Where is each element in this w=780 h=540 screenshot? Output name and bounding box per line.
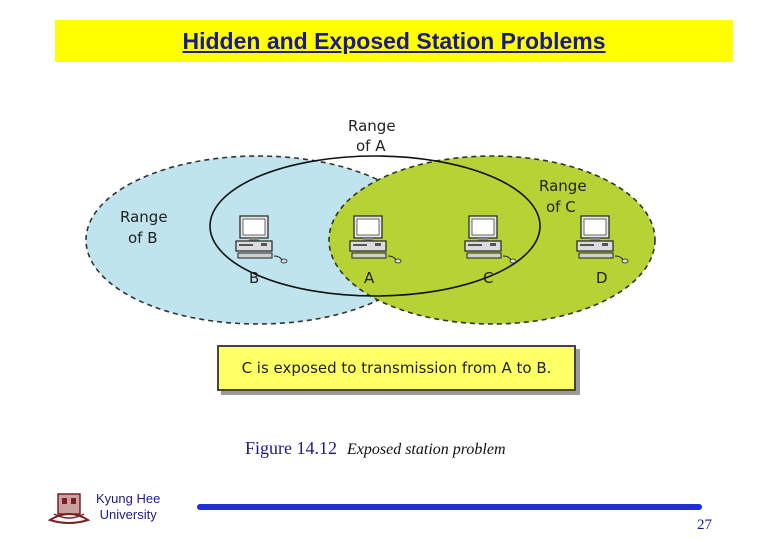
range-b-label-line1: Range [120,208,168,226]
computer-c-icon [464,215,517,264]
university-name-line1: Kyung Hee [96,491,161,506]
station-a-label: A [364,269,375,287]
university-name: Kyung Hee University [96,491,160,523]
exposed-caption-text: C is exposed to transmission from A to B… [241,359,552,377]
page-number: 27 [697,517,712,533]
exposed-caption-box: C is exposed to transmission from A to B… [217,345,576,391]
title-bar: Hidden and Exposed Station Problems [55,20,733,62]
station-d-label: D [596,269,608,287]
range-c-label-line2: of C [546,198,576,216]
figure-number: Figure 14.12 [245,438,337,458]
range-a-ellipse [209,155,541,297]
figure-title: Exposed station problem [347,441,506,458]
station-c-label: C [483,269,493,287]
footer-divider [197,504,702,510]
computer-b-icon [235,215,288,264]
range-c-ellipse [328,155,656,325]
university-name-line2: University [99,507,157,522]
university-logo-icon [48,493,90,524]
slide-title: Hidden and Exposed Station Problems [182,27,606,54]
range-a-label-line2: of A [356,137,386,155]
range-b-label-line2: of B [128,229,158,247]
computer-d-icon [576,215,629,264]
computer-a-icon [349,215,402,264]
range-c-label-line1: Range [539,177,587,195]
station-b-label: B [249,269,259,287]
figure-caption: Figure 14.12 Exposed station problem [245,438,506,459]
range-a-label-line1: Range [348,117,396,135]
